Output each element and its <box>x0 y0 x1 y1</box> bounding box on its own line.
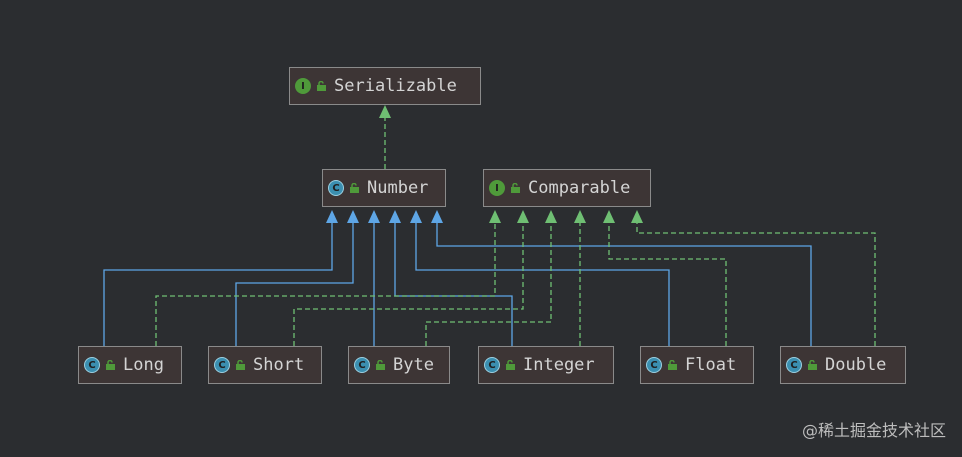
open-lock-icon <box>350 183 359 193</box>
arrowhead-short-number <box>347 210 359 223</box>
arrowhead-byte-comparable <box>545 210 557 223</box>
open-lock-icon <box>106 360 115 370</box>
open-lock-icon <box>236 360 245 370</box>
arrowhead-float-number <box>410 210 422 223</box>
node-label: Number <box>367 178 429 198</box>
edge-float-implements-comparable <box>608 223 727 346</box>
open-lock-icon <box>511 183 520 193</box>
watermark: @稀土掘金技术社区 <box>801 421 946 440</box>
class-c-icon: C <box>786 357 802 373</box>
open-lock-icon <box>376 360 385 370</box>
node-serializable[interactable]: I Serializable <box>289 67 481 105</box>
node-long[interactable]: C Long <box>78 346 182 384</box>
node-short[interactable]: C Short <box>208 346 322 384</box>
node-label: Double <box>825 355 887 375</box>
class-c-icon: C <box>328 180 344 196</box>
arrowhead-byte-number <box>368 210 380 223</box>
node-number[interactable]: C Number <box>322 169 446 207</box>
node-comparable[interactable]: I Comparable <box>483 169 651 207</box>
edge-short-implements-comparable <box>293 223 524 346</box>
open-lock-icon <box>317 81 326 91</box>
arrowhead-long-comparable <box>489 210 501 223</box>
arrowhead-short-comparable <box>517 210 529 223</box>
class-c-icon: C <box>484 357 500 373</box>
node-float[interactable]: C Float <box>640 346 754 384</box>
class-c-icon: C <box>354 357 370 373</box>
node-double[interactable]: C Double <box>780 346 906 384</box>
node-integer[interactable]: C Integer <box>478 346 614 384</box>
edge-byte-implements-comparable <box>425 223 552 346</box>
interface-i-icon: I <box>295 78 311 94</box>
open-lock-icon <box>506 360 515 370</box>
node-byte[interactable]: C Byte <box>348 346 450 384</box>
node-label: Integer <box>523 355 595 375</box>
edge-double-implements-comparable <box>636 223 876 346</box>
arrowhead-double-comparable <box>631 210 643 223</box>
arrowhead-number-serializable <box>379 105 391 118</box>
node-label: Short <box>253 355 305 375</box>
node-label: Float <box>685 355 737 375</box>
interface-i-icon: I <box>489 180 505 196</box>
open-lock-icon <box>808 360 817 370</box>
edge-long-extends-number <box>103 223 333 346</box>
class-c-icon: C <box>646 357 662 373</box>
arrowhead-long-number <box>326 210 338 223</box>
arrowhead-float-comparable <box>603 210 615 223</box>
edge-double-extends-number <box>436 223 812 346</box>
edge-long-implements-comparable <box>155 223 496 346</box>
edge-float-extends-number <box>415 223 670 346</box>
node-label: Serializable <box>334 76 457 96</box>
arrowhead-integer-number <box>389 210 401 223</box>
node-label: Long <box>123 355 164 375</box>
open-lock-icon <box>668 360 677 370</box>
class-c-icon: C <box>214 357 230 373</box>
arrowhead-double-number <box>431 210 443 223</box>
edge-short-extends-number <box>235 223 354 346</box>
arrowhead-integer-comparable <box>574 210 586 223</box>
node-label: Byte <box>393 355 434 375</box>
class-c-icon: C <box>84 357 100 373</box>
node-label: Comparable <box>528 178 631 198</box>
